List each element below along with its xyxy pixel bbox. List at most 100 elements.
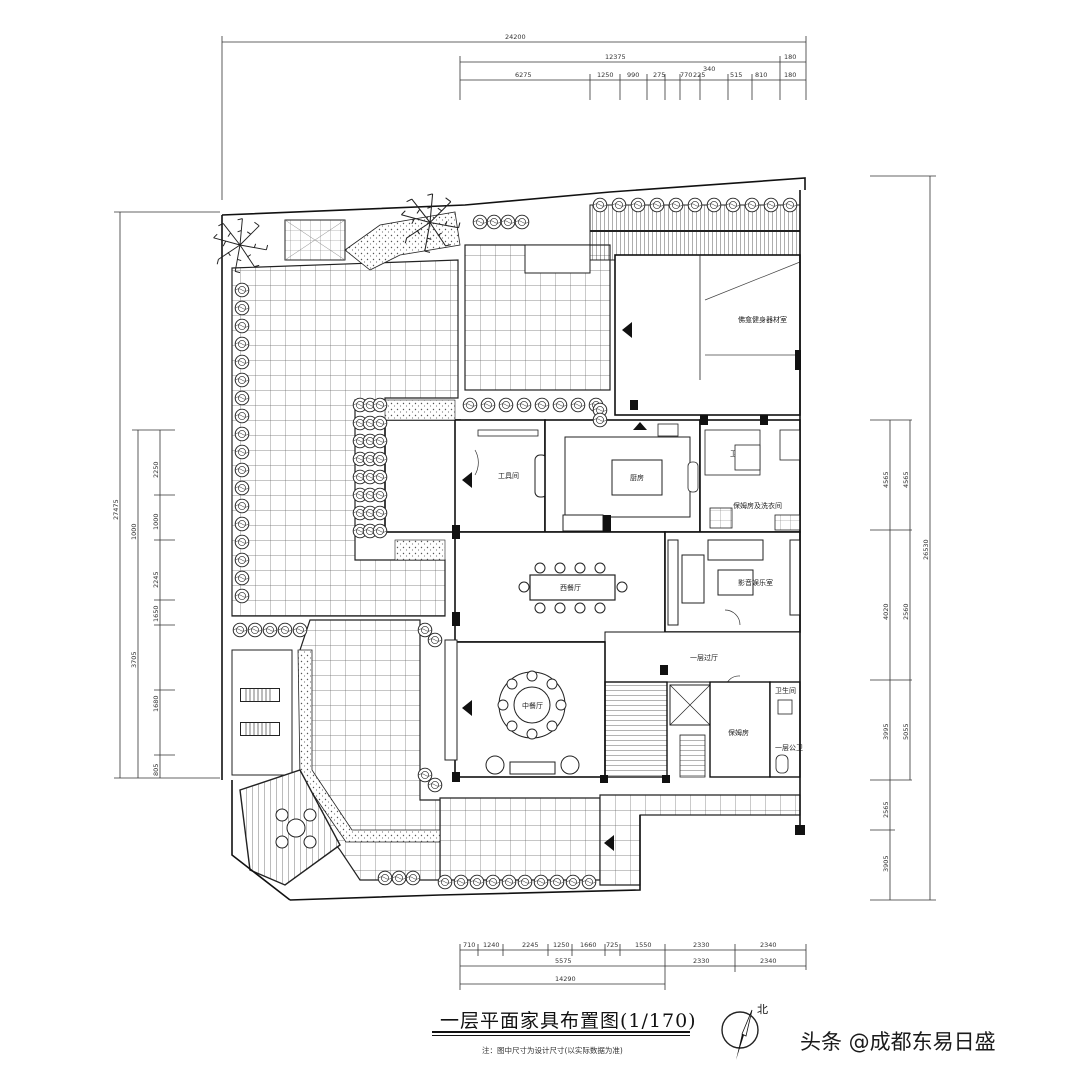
- shrub: [763, 197, 779, 213]
- dim-left: 805: [152, 764, 160, 776]
- shrub: [517, 874, 533, 890]
- dim-right: 2565: [882, 801, 890, 818]
- dim-left: 2250: [152, 461, 160, 478]
- shrub: [649, 197, 665, 213]
- shrub: [234, 480, 250, 496]
- shrub: [372, 451, 388, 467]
- dim-top-3: 340: [703, 65, 715, 73]
- dim-top-3: 180: [784, 71, 796, 79]
- shrub: [234, 408, 250, 424]
- shrub: [417, 622, 433, 638]
- shrub: [427, 777, 443, 793]
- shrub: [234, 570, 250, 586]
- dim-top-3: 990: [627, 71, 639, 79]
- left-dimensions: [114, 211, 220, 779]
- dim-bottom: 1550: [635, 941, 652, 949]
- lounger-2: [240, 722, 280, 736]
- shrub: [234, 552, 250, 568]
- shrub: [533, 874, 549, 890]
- dim-left-overall: 27475: [112, 499, 120, 520]
- dim-top-3: 515: [730, 71, 742, 79]
- shrub: [592, 197, 608, 213]
- shrub: [549, 874, 565, 890]
- watermark: 头条 @成都东易日盛: [800, 1030, 996, 1054]
- shrub: [234, 372, 250, 388]
- shrub: [500, 214, 516, 230]
- dim-top-overall: 24200: [505, 33, 526, 41]
- shrub: [581, 874, 597, 890]
- shrub: [234, 462, 250, 478]
- right-dimensions: [870, 175, 936, 901]
- bottom-dimensions: [459, 944, 807, 990]
- shrub: [372, 415, 388, 431]
- dim-bottom-overall: 14290: [555, 975, 576, 983]
- dim-right: 3905: [882, 855, 890, 872]
- shrub: [372, 397, 388, 413]
- shrub: [469, 874, 485, 890]
- north-steps: [589, 204, 801, 261]
- lounger-patio: [231, 649, 293, 776]
- shrub: [516, 397, 532, 413]
- top-dimensions: [221, 36, 807, 200]
- shrub: [372, 487, 388, 503]
- dim-bottom: 2245: [522, 941, 539, 949]
- shrub: [630, 197, 646, 213]
- label-maid: 保姆房: [728, 728, 749, 737]
- dim-left: 1000: [130, 523, 138, 540]
- shrub: [234, 318, 250, 334]
- dim-right: 4020: [882, 603, 890, 620]
- dim-top-3: 275: [653, 71, 665, 79]
- north-arrow: [721, 1009, 759, 1060]
- dim-bottom-2: 2340: [760, 957, 777, 965]
- shrub: [570, 397, 586, 413]
- shrub: [427, 632, 443, 648]
- shrub: [372, 523, 388, 539]
- dim-top-3: 225: [693, 71, 705, 79]
- dim-right: 3995: [882, 723, 890, 740]
- shrub: [417, 767, 433, 783]
- shrub: [782, 197, 798, 213]
- label-wc-top: 卫生间: [775, 686, 796, 695]
- shrub: [472, 214, 488, 230]
- dim-bottom: 2340: [760, 941, 777, 949]
- dim-top-3: 1250: [597, 71, 614, 79]
- round-table-chairs: [497, 670, 567, 740]
- shrub: [277, 622, 293, 638]
- dim-top-2a: 12375: [605, 53, 626, 61]
- shrub: [372, 433, 388, 449]
- label-chinese-dining: 中餐厅: [522, 701, 543, 710]
- dim-left: 3705: [130, 651, 138, 668]
- dim-right-outer: 5055: [902, 723, 910, 740]
- room-storage: [384, 419, 461, 533]
- dim-bottom: 1250: [553, 941, 570, 949]
- dim-top-3: 6275: [515, 71, 532, 79]
- shrub: [232, 622, 248, 638]
- dim-bottom: 725: [606, 941, 618, 949]
- southeast-terrace-tiles: [599, 794, 801, 886]
- shrub: [514, 214, 530, 230]
- shrub: [234, 588, 250, 604]
- shrub: [592, 412, 608, 428]
- dim-top-3: 770: [680, 71, 692, 79]
- shrub: [292, 622, 308, 638]
- shrub: [706, 197, 722, 213]
- shrub: [234, 516, 250, 532]
- shrub: [234, 498, 250, 514]
- title-underline-thin: [432, 1035, 690, 1036]
- shrub: [234, 354, 250, 370]
- outer-wall: [221, 177, 806, 620]
- shrub: [453, 874, 469, 890]
- title-underline: [432, 1031, 690, 1033]
- shrub: [377, 870, 393, 886]
- shrub: [668, 197, 684, 213]
- deck-chairs: [275, 808, 317, 849]
- dim-top-2b: 180: [784, 53, 796, 61]
- shrub: [486, 214, 502, 230]
- dim-right-outer: 4565: [902, 471, 910, 488]
- room-stair: [604, 681, 668, 778]
- shrub: [687, 197, 703, 213]
- wall-posts: [452, 400, 805, 835]
- shrub: [234, 282, 250, 298]
- label-wc: 一层公卫: [775, 744, 803, 752]
- shrub: [501, 874, 517, 890]
